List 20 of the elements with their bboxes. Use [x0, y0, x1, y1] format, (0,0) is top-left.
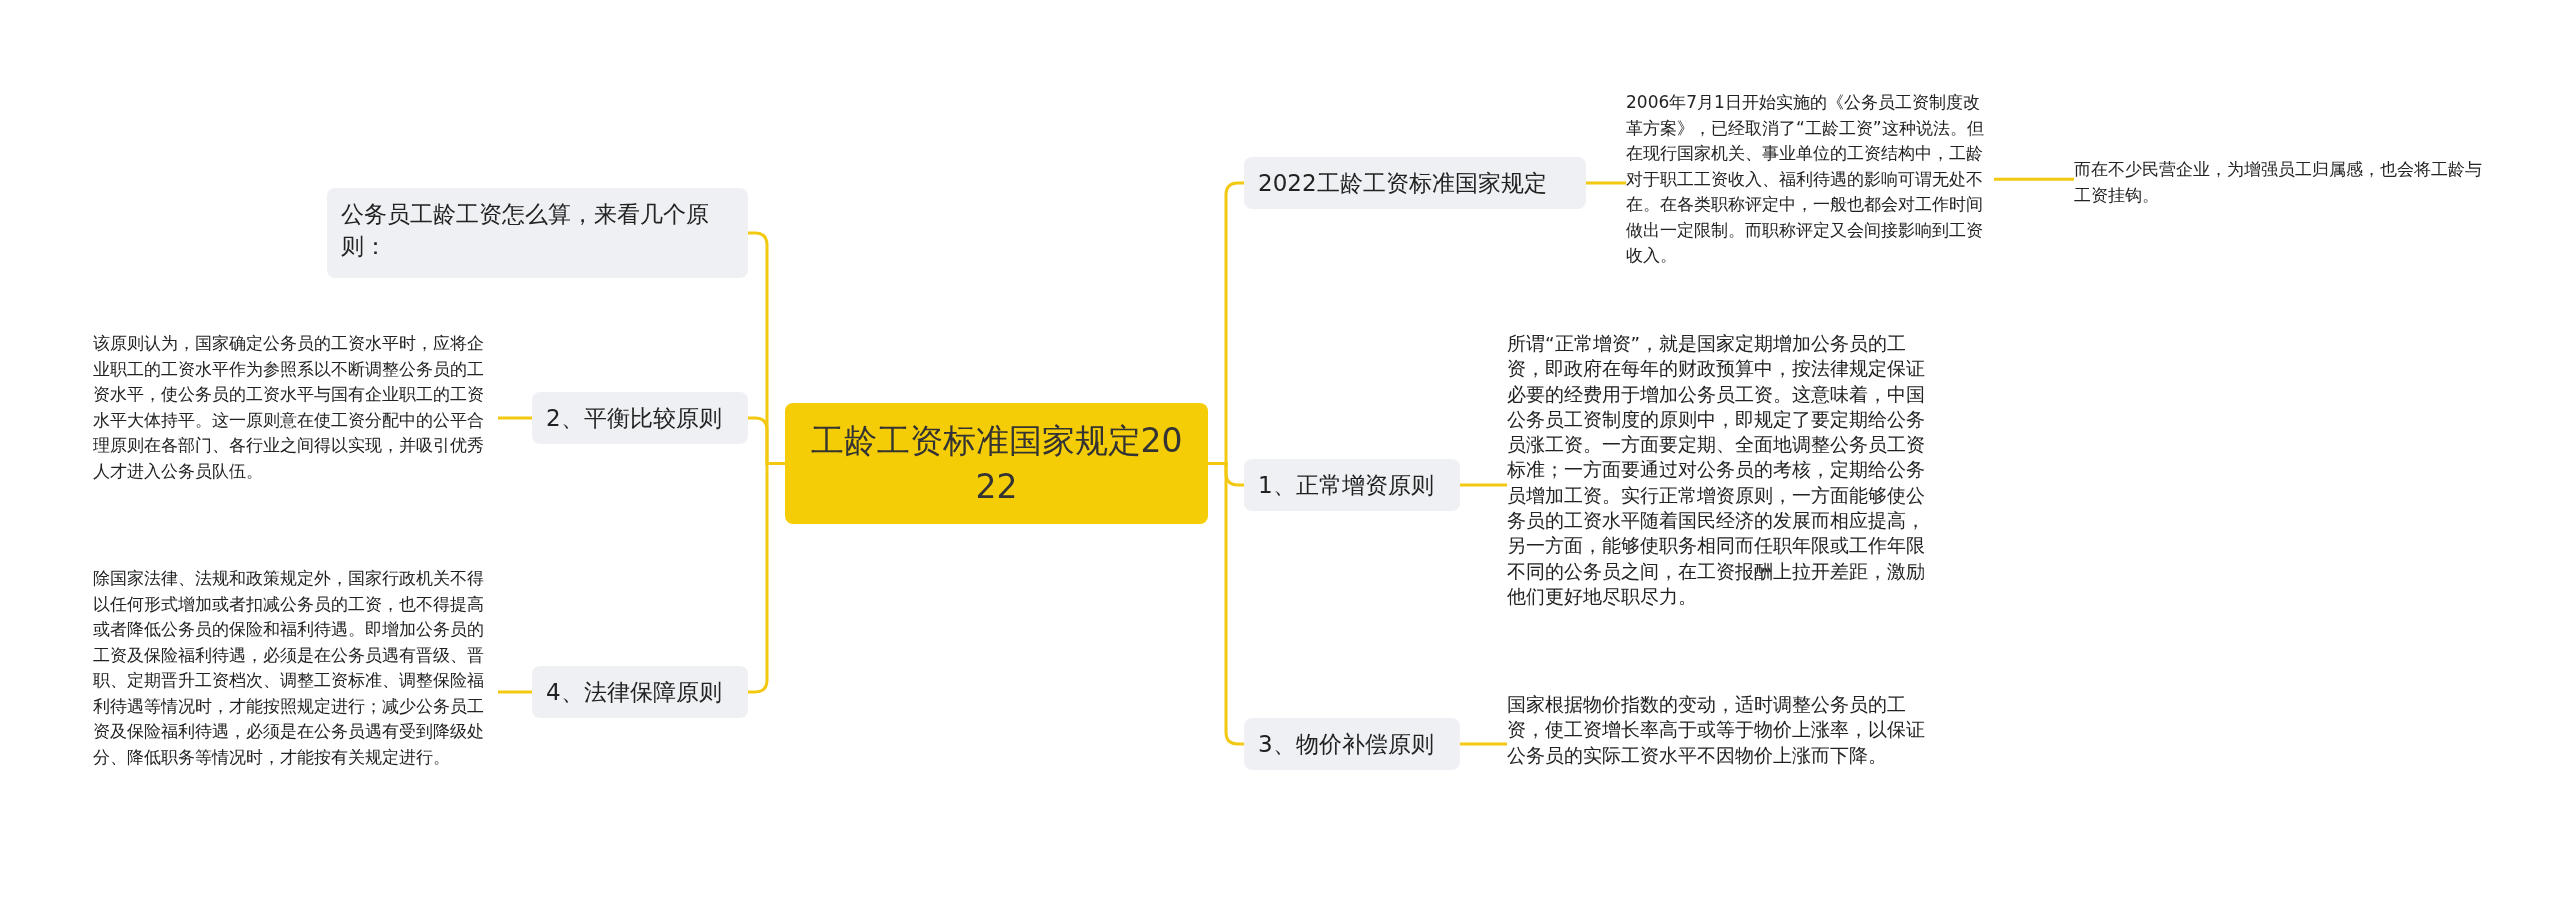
- connector-line: [1586, 181, 1626, 185]
- central-topic-box: 工龄工资标准国家规定2022: [785, 403, 1208, 524]
- topic-box: 2022工龄工资标准国家规定: [1244, 157, 1586, 209]
- note-text: 而在不少民营企业，为增强员工归属感，也会将工龄与工资挂钩。: [2074, 157, 2484, 208]
- connector-line: [498, 690, 532, 694]
- note-text: 国家根据物价指数的变动，适时调整公务员的工资，使工资增长率高于或等于物价上涨率，以保证公务员的实际工资水平不因物价上涨而下降。: [1507, 692, 1927, 768]
- topic-box: 4、法律保障原则: [532, 666, 748, 718]
- connector-line: [498, 416, 532, 420]
- connector-line: [748, 462, 785, 694]
- note-text: 所谓“正常增资”，就是国家定期增加公务员的工资，即政府在每年的财政预算中，按法律规定保证必要的经费用于增加公务员工资。这意味着，中国公务员工资制度的原则中，即规定了要定期给公务员涨工资。一方面要定期、全面地调整公务员工资标准；一方面要通过对公务员的考核，定期给公务员增加工资。实行正常增资原则，一方面能够使公务员的工资水平随着国民经济的发展而相应提高，另一方面，能够使职务相同而任职年限或工作年限不同的公务员之间，在工资报酬上拉开差距，激励他们更好地尽职尽力。: [1507, 331, 1927, 610]
- topic-box: 3、物价补偿原则: [1244, 718, 1460, 770]
- note-text: 该原则认为，国家确定公务员的工资水平时，应将企业职工的工资水平作为参照系以不断调整公务员的工资水平，使公务员的工资水平与国有企业职工的工资水平大体持平。这一原则意在使工资分配中的公平合理原则在各部门、各行业之间得以实现，并吸引优秀人才进入公务员队伍。: [93, 331, 498, 484]
- topic-box: 1、正常增资原则: [1244, 459, 1460, 511]
- connector-line: [1460, 483, 1507, 487]
- connector-line: [1994, 177, 2074, 181]
- connector-line: [1460, 742, 1507, 746]
- topic-box: 2、平衡比较原则: [532, 392, 748, 444]
- note-text: 除国家法律、法规和政策规定外，国家行政机关不得以任何形式增加或者扣减公务员的工资，也不得提高或者降低公务员的保险和福利待遇。即增加公务员的工资及保险福利待遇，必须是在公务员遇有晋级、晋职、定期晋升工资档次、调整工资标准、调整保险福利待遇等情况时，才能按照规定进行；减少公务员工资及保险福利待遇，必须是在公务员遇有受到降级处分、降低职务等情况时，才能按有关规定进行。: [93, 566, 498, 770]
- topic-box: 公务员工龄工资怎么算，来看几个原则：: [327, 188, 748, 278]
- note-text: 2006年7月1日开始实施的《公务员工资制度改革方案》，已经取消了“工龄工资”这种说法。但在现行国家机关、事业单位的工资结构中，工龄对于职工工资收入、福利待遇的影响可谓无处不在。在各类职称评定中，一般也都会对工作时间做出一定限制。而职称评定又会间接影响到工资收入。: [1626, 90, 1994, 269]
